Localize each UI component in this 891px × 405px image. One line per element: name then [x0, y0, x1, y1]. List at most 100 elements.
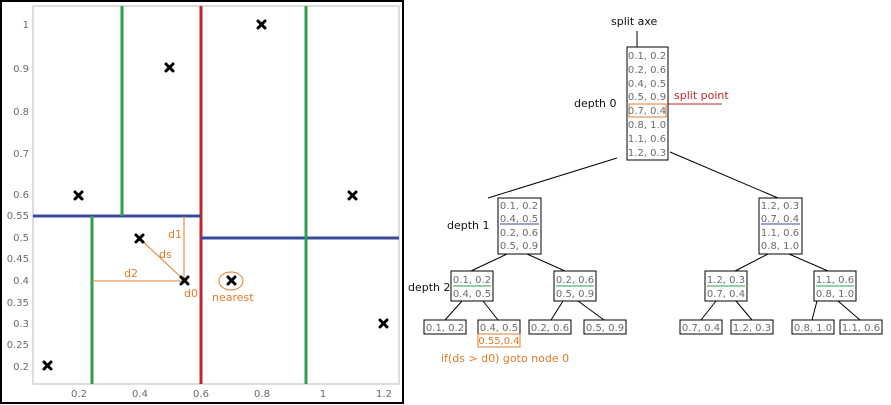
d1-label: d1	[168, 228, 182, 241]
d2-rr-row-1: 1.1, 0.6	[816, 275, 854, 286]
leaf-3: 0.2, 0.6	[531, 323, 569, 334]
root-row-8: 1.2, 0.3	[628, 148, 666, 159]
y-axis-ticks: 1 0.9 0.8 0.7 0.6 0.55 0.5 0.45 0.4 0.35…	[7, 20, 29, 373]
ds-line	[138, 237, 185, 281]
point-0.2-0.6	[73, 190, 84, 201]
root-split-highlight	[628, 103, 667, 118]
d2-rl-row-1: 1.2, 0.3	[707, 275, 745, 286]
y-tick-0.7: 0.7	[13, 149, 29, 160]
split-axe-label: split axe	[611, 15, 658, 28]
tree-edges	[444, 151, 861, 321]
y-tick-0.9: 0.9	[13, 64, 29, 75]
y-tick-0.35: 0.35	[7, 298, 29, 309]
left1-row-4: 0.5, 0.9	[500, 241, 538, 252]
leaf-2-extra-box	[477, 333, 521, 348]
d2-lr-row-2: 0.5, 0.9	[556, 289, 594, 300]
tree-node-depth1-left: 0.1, 0.2 0.4, 0.5 0.2, 0.6 0.5, 0.9	[497, 197, 542, 255]
edge-r1-rl	[734, 253, 769, 272]
edge-l1-ll	[470, 253, 508, 272]
d2-rr-row-2: 0.8, 1.0	[816, 289, 854, 300]
kd-tree-panel: split axe depth 0 split point depth 1 de…	[408, 15, 883, 365]
root-row-5-split: 0.7, 0.4	[628, 106, 666, 117]
x-tick-1: 1	[320, 389, 326, 400]
distance-annotations: d1 ds d2 d0 nearest	[92, 216, 254, 304]
depth2-label: depth 2	[408, 281, 451, 294]
leaf-6-box	[730, 319, 774, 335]
left1-box	[497, 197, 542, 255]
right1-box	[758, 197, 803, 255]
y-tick-0.45: 0.45	[7, 254, 29, 265]
root-row-3: 0.4, 0.5	[628, 79, 666, 90]
data-points	[42, 19, 389, 371]
tree-leaves: 0.1, 0.2 0.4, 0.5 0.55,0.4 0.2, 0.6 0.5,…	[423, 319, 883, 348]
right1-row-2: 0.7, 0.4	[761, 214, 799, 225]
leaf-1: 0.1, 0.2	[426, 323, 464, 334]
tree-node-depth2-rl: 1.2, 0.3 0.7, 0.4	[704, 270, 748, 302]
left1-row-1: 0.1, 0.2	[500, 201, 538, 212]
edge-ll-leaf2	[482, 300, 499, 321]
leaf-8: 1.1, 0.6	[842, 323, 880, 334]
root-row-6: 0.8, 1.0	[628, 120, 666, 131]
y-tick-0.5: 0.5	[13, 233, 29, 244]
point-1.1-0.6	[347, 190, 358, 201]
d2-rl-row-2: 0.7, 0.4	[707, 289, 745, 300]
edge-root-right	[669, 151, 779, 199]
leaf-2-extra: 0.55,0.4	[478, 336, 519, 347]
right1-row-3: 1.1, 0.6	[761, 228, 799, 239]
leaf-5: 0.7, 0.4	[682, 323, 720, 334]
x-tick-0.6: 0.6	[193, 389, 209, 400]
tree-node-depth2-lr: 0.2, 0.6 0.5, 0.9	[553, 270, 597, 302]
ds-label: ds	[159, 248, 172, 261]
leaf-7: 0.8, 1.0	[794, 323, 832, 334]
edge-root-left	[487, 157, 618, 199]
y-tick-0.4: 0.4	[13, 276, 29, 287]
y-tick-0.3: 0.3	[13, 319, 29, 330]
d2-label: d2	[124, 267, 138, 280]
x-tick-0.8: 0.8	[254, 389, 270, 400]
edge-ll-leaf1	[444, 300, 463, 321]
leaf-8-box	[839, 319, 883, 335]
edge-lr-leaf4	[577, 300, 605, 321]
x-tick-1.2: 1.2	[376, 389, 392, 400]
nearest-highlight-ellipse	[218, 271, 244, 291]
d2-ll-row-1: 0.1, 0.2	[453, 275, 491, 286]
point-0.1-0.2	[42, 360, 53, 371]
edge-rr-leaf8	[837, 300, 861, 321]
tree-node-depth2-ll: 0.1, 0.2 0.4, 0.5	[450, 270, 494, 302]
scatter-plot-panel: 1 0.9 0.8 0.7 0.6 0.55 0.5 0.45 0.4 0.35…	[0, 0, 404, 404]
y-tick-0.55: 0.55	[7, 211, 29, 222]
tree-node-root: 0.1, 0.2 0.2, 0.6 0.4, 0.5 0.5, 0.9 0.7,…	[626, 46, 669, 161]
point-1.2-0.3	[378, 318, 389, 329]
edge-lr-leaf3	[550, 300, 564, 321]
edge-rl-leaf5	[700, 300, 717, 321]
y-tick-0.8: 0.8	[13, 107, 29, 118]
plot-area	[32, 5, 400, 385]
split-point-label: split point	[674, 89, 729, 102]
leaf-4: 0.5, 0.9	[586, 323, 624, 334]
leaf-6: 1.2, 0.3	[733, 323, 771, 334]
leaf-5-box	[679, 319, 723, 335]
point-0.8-1.0	[256, 19, 267, 30]
x-tick-0.4: 0.4	[132, 389, 148, 400]
leaf-7-box	[791, 319, 835, 335]
x-axis-ticks: 0.2 0.4 0.6 0.8 1 1.2	[71, 389, 392, 400]
y-tick-0.6: 0.6	[13, 190, 29, 201]
x-tick-0.2: 0.2	[71, 389, 87, 400]
edge-rr-leaf7	[811, 300, 818, 321]
point-0.55-0.4-query	[179, 275, 190, 286]
left1-row-2: 0.4, 0.5	[500, 214, 538, 225]
d2-lr-row-1: 0.2, 0.6	[556, 275, 594, 286]
d2-ll-row-2: 0.4, 0.5	[453, 289, 491, 300]
root-row-4: 0.5, 0.9	[628, 92, 666, 103]
y-tick-1: 1	[23, 20, 29, 31]
root-row-1: 0.1, 0.2	[628, 51, 666, 62]
edge-r1-rr	[788, 253, 829, 272]
y-tick-0.2: 0.2	[13, 362, 29, 373]
tree-node-depth2-rr: 1.1, 0.6 0.8, 1.0	[813, 270, 857, 302]
right1-row-4: 0.8, 1.0	[761, 241, 799, 252]
leaf-1-box	[423, 319, 467, 335]
y-tick-0.25: 0.25	[7, 340, 29, 351]
root-row-7: 1.1, 0.6	[628, 134, 666, 145]
depth0-label: depth 0	[574, 97, 617, 110]
condition-label: if(ds > d0) goto node 0	[441, 352, 569, 365]
